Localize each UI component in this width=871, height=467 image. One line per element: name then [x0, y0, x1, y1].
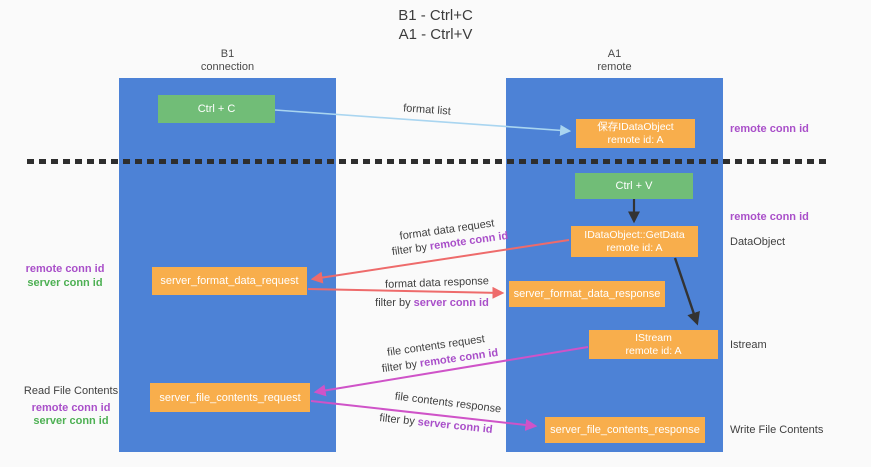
node-idataobject-getdata: IDataObject::GetData remote id: A	[571, 226, 698, 257]
annotation-left-bottom-server-conn-id: server conn id	[33, 415, 109, 427]
annotation-write-file-contents: Write File Contents	[730, 424, 824, 436]
node-server-file-contents-request: server_file_contents_request	[150, 383, 310, 412]
node-server-format-data-response-label: server_format_data_response	[513, 288, 661, 300]
annotation-left-server-conn-id: server conn id	[27, 277, 103, 289]
label-file-contents-response: file contents response	[394, 390, 502, 416]
node-istream-line1: IStream	[635, 331, 672, 344]
node-getdata-line2: remote id: A	[606, 241, 663, 254]
annotation-right-remote-conn-id-top: remote conn id	[730, 123, 809, 135]
lane-a1-title: A1	[607, 48, 622, 60]
server-conn-id-text: server conn id	[417, 416, 494, 436]
node-save-idataobject: 保存IDataObject remote id: A	[576, 119, 695, 148]
node-ctrl-c-label: Ctrl + C	[197, 103, 236, 115]
node-ctrl-v-label: Ctrl + V	[615, 180, 653, 192]
filter-by-text: filter by	[391, 241, 428, 259]
annotation-left-bottom-remote-conn-id: remote conn id	[31, 402, 111, 414]
label-format-list: format list	[402, 102, 452, 118]
node-server-format-data-request-label: server_format_data_request	[160, 275, 299, 287]
node-server-format-data-response: server_format_data_response	[509, 281, 665, 307]
node-getdata-line1: IDataObject::GetData	[584, 228, 685, 241]
server-conn-id-text: server conn id	[413, 297, 489, 309]
lane-header-a1: A1 remote	[506, 48, 723, 74]
node-istream: IStream remote id: A	[589, 330, 718, 359]
node-ctrl-v: Ctrl + V	[575, 173, 693, 199]
annotation-read-file-contents: Read File Contents	[23, 385, 119, 397]
annotation-istream: Istream	[730, 339, 767, 351]
annotation-dataobject: DataObject	[730, 236, 786, 248]
lane-a1-subtitle: remote	[597, 61, 632, 73]
node-server-file-contents-response: server_file_contents_response	[545, 417, 705, 443]
node-save-idataobject-line1: 保存IDataObject	[597, 120, 674, 133]
diagram-title: B1 - Ctrl+C A1 - Ctrl+V	[0, 6, 871, 44]
filter-by-text: filter by	[381, 358, 418, 376]
annotation-right-remote-conn-id-mid: remote conn id	[730, 211, 809, 223]
clipboard-boundary-divider	[27, 159, 830, 164]
annotation-left-remote-conn-id: remote conn id	[25, 263, 105, 275]
node-ctrl-c: Ctrl + C	[158, 95, 275, 123]
node-istream-line2: remote id: A	[625, 344, 682, 357]
filter-by-text: filter by	[375, 297, 411, 309]
lane-b1-subtitle: connection	[200, 61, 255, 73]
node-server-file-contents-response-label: server_file_contents_response	[550, 424, 700, 436]
label-format-data-response: format data response	[384, 275, 490, 291]
node-server-format-data-request: server_format_data_request	[152, 267, 307, 295]
title-line-1: B1 - Ctrl+C	[398, 7, 473, 24]
node-save-idataobject-line2: remote id: A	[607, 133, 664, 146]
node-server-file-contents-request-label: server_file_contents_request	[159, 391, 301, 404]
filter-by-text: filter by	[378, 412, 416, 428]
lane-b1-title: B1	[220, 48, 235, 60]
lane-header-b1: B1 connection	[119, 48, 336, 74]
title-line-2: A1 - Ctrl+V	[398, 26, 473, 43]
